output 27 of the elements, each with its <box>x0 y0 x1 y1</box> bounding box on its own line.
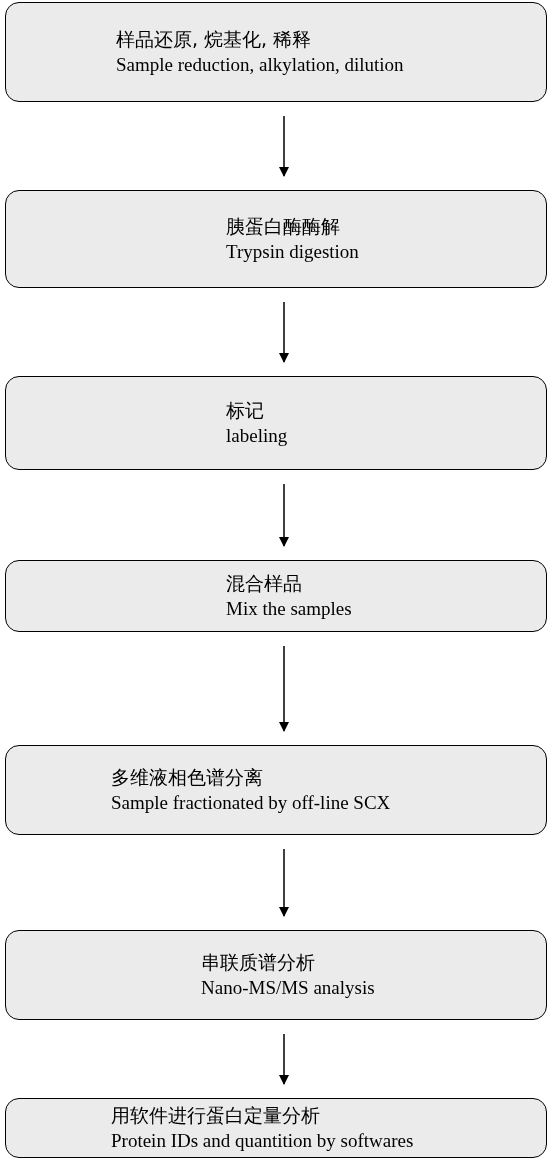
process-box <box>5 190 547 288</box>
arrow <box>279 115 289 177</box>
arrow <box>279 645 289 732</box>
process-box <box>5 376 547 470</box>
step-title: 混合样品 <box>226 571 303 596</box>
step-title: 样品还原, 烷基化, 稀释 <box>116 27 313 52</box>
step-title: 标记 <box>226 398 265 423</box>
step-subtitle: Sample fractionated by off-line SCX <box>111 791 392 815</box>
process-box <box>5 745 547 835</box>
process-box <box>5 2 547 102</box>
step-subtitle: Sample reduction, alkylation, dilution <box>116 53 405 77</box>
step-title: 胰蛋白酶酶解 <box>226 214 341 239</box>
arrow <box>279 1033 289 1085</box>
arrow <box>279 301 289 363</box>
step-subtitle: Protein IDs and quantition by softwares <box>111 1129 415 1153</box>
step-subtitle: labeling <box>226 424 289 448</box>
arrow <box>279 848 289 917</box>
step-title: 多维液相色谱分离 <box>111 765 264 790</box>
step-subtitle: Nano-MS/MS analysis <box>201 976 376 1000</box>
arrow <box>279 483 289 547</box>
process-box <box>5 560 547 632</box>
step-title: 用软件进行蛋白定量分析 <box>111 1103 321 1128</box>
step-title: 串联质谱分析 <box>201 950 316 975</box>
process-box <box>5 1098 547 1158</box>
step-subtitle: Mix the samples <box>226 597 353 621</box>
step-subtitle: Trypsin digestion <box>226 240 360 264</box>
process-box <box>5 930 547 1020</box>
